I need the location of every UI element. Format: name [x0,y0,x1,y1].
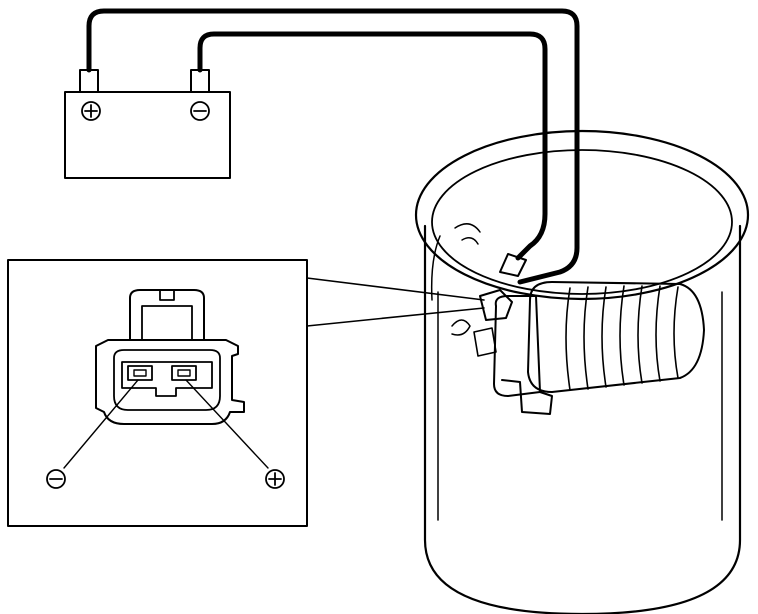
connector-terminal-positive [171,365,197,381]
positive-terminal-leader [185,379,269,469]
tank-rim-detail [454,223,481,245]
plus-in-circle-icon [81,101,101,121]
pump-connector [479,289,513,321]
wire-clip [499,253,527,277]
negative-terminal-leader [63,379,139,469]
callout-leader [306,277,485,327]
pump-fitting [473,327,497,357]
pump-clip-detail [451,319,471,336]
inset-frame [7,259,308,527]
fuel-pump [451,281,705,415]
battery [64,69,231,179]
tank-inner-rim [431,149,733,295]
connector-terminal-negative [127,365,153,381]
connector-detail-inset [7,259,308,527]
minus-in-circle-icon [190,101,210,121]
battery-positive-post [79,69,99,93]
connector-housing [95,289,245,425]
negative-lead-wire [197,31,548,261]
pump-bracket [501,379,553,415]
minus-in-circle-icon [46,469,66,489]
tank-outer-rim [414,129,750,301]
fuel-tank [414,129,750,614]
tank-wall [423,224,742,614]
positive-lead-wire [86,8,580,285]
battery-negative-post [190,69,210,93]
battery-body [64,91,231,179]
pump-ribs [565,285,679,391]
plus-in-circle-icon [265,469,285,489]
